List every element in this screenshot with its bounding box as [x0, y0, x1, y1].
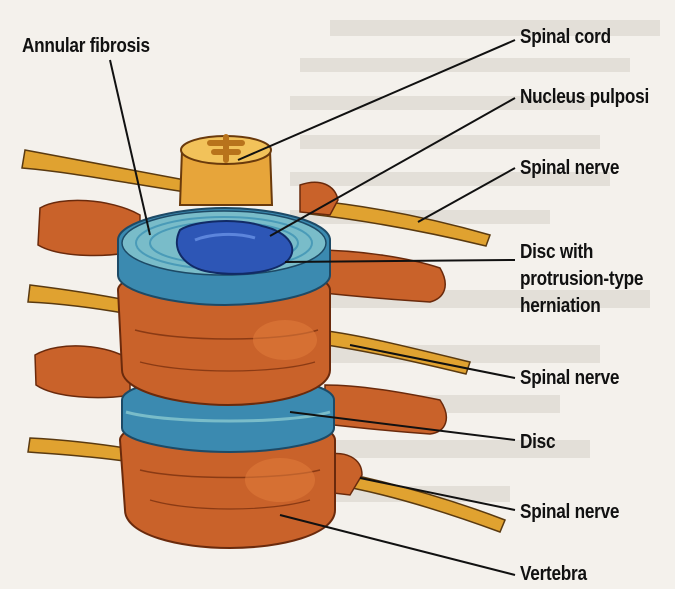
label-spinal-nerve-top: Spinal nerve — [520, 156, 619, 180]
transverse-process-right-lower — [325, 385, 446, 434]
label-nucleus-pulposi: Nucleus pulposi — [520, 85, 649, 109]
spinal-cord — [180, 136, 272, 205]
label-spinal-nerve-middle: Spinal nerve — [520, 366, 619, 390]
transverse-process-left-lower — [35, 346, 130, 398]
label-annular-fibrosis: Annular fibrosis — [22, 34, 150, 58]
label-spinal-cord: Spinal cord — [520, 25, 611, 49]
transverse-process-right-upper — [315, 250, 445, 302]
label-disc-herniation-line1: Disc with — [520, 240, 593, 264]
facet-upper — [300, 182, 338, 215]
nerve-upper-left — [22, 150, 185, 192]
label-vertebra: Vertebra — [520, 562, 587, 586]
label-disc-herniation-line2: protrusion-type — [520, 267, 643, 291]
label-spinal-nerve-bottom: Spinal nerve — [520, 500, 619, 524]
nucleus — [177, 221, 292, 274]
label-disc-herniation-line3: herniation — [520, 294, 601, 318]
upper-disc — [118, 208, 330, 305]
label-disc: Disc — [520, 430, 555, 454]
